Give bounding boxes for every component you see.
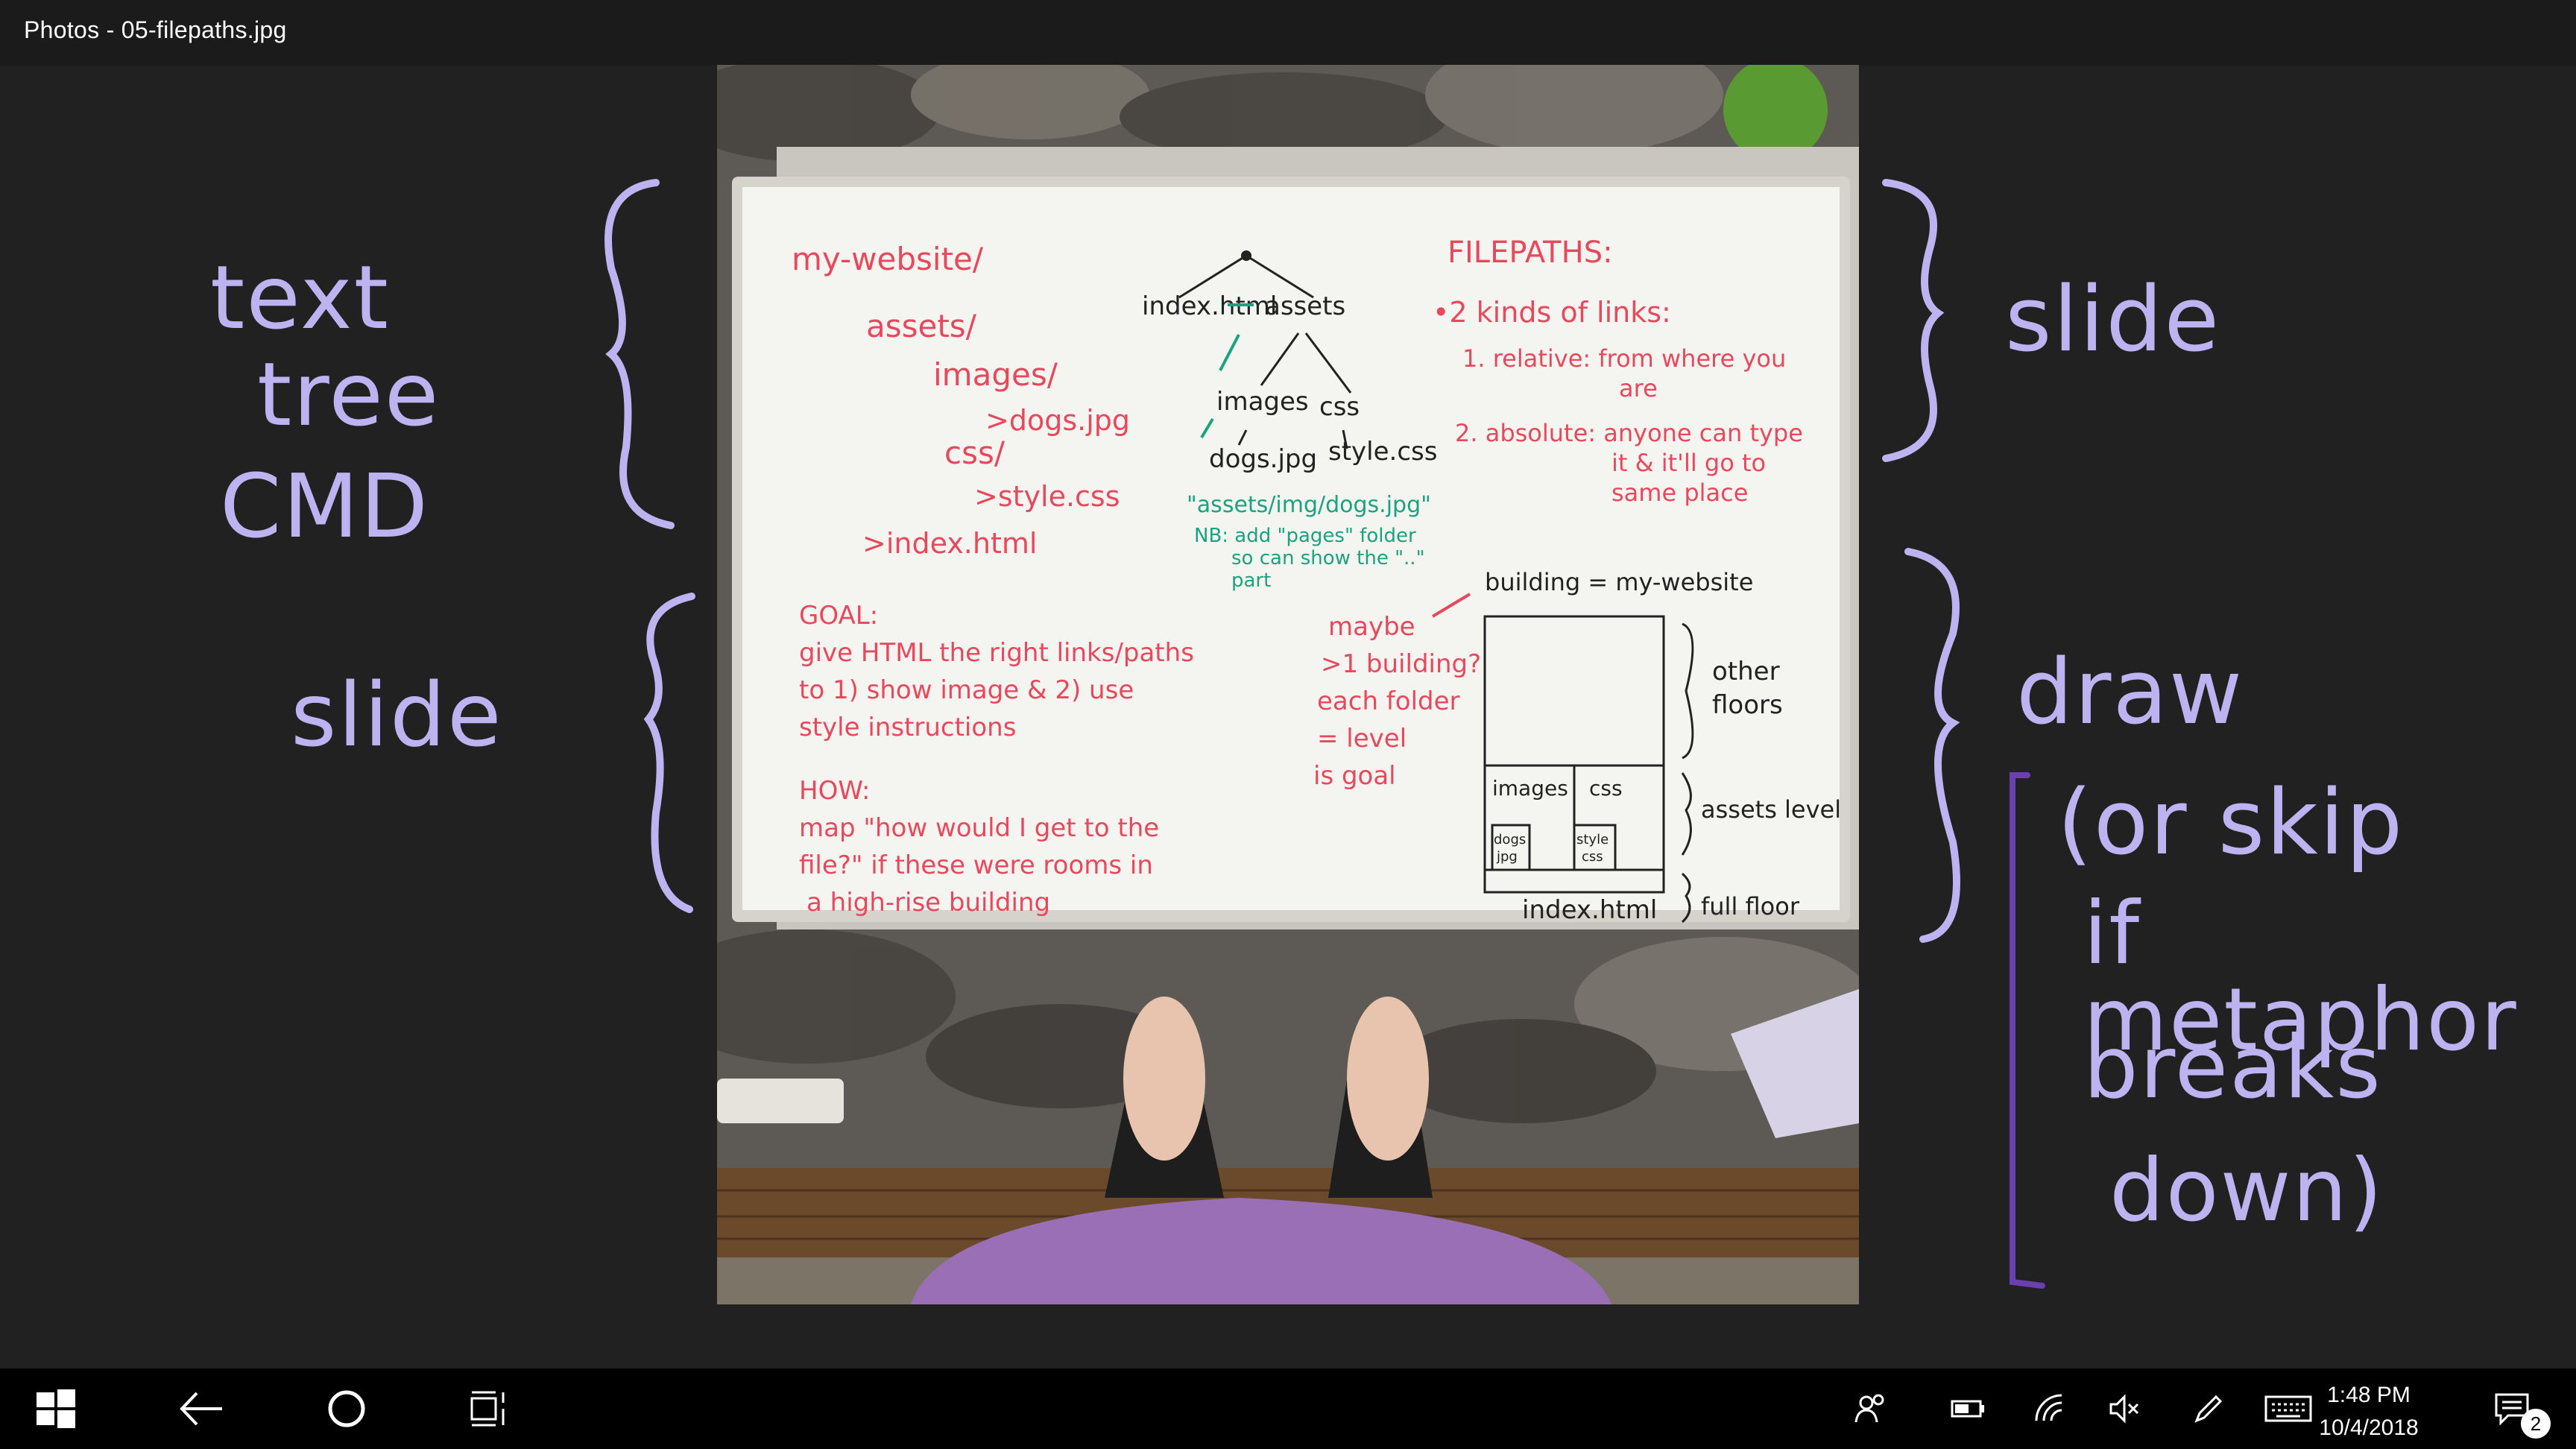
- ink-slide-right: slide: [2005, 268, 2221, 372]
- task-view-button[interactable]: [449, 1368, 531, 1449]
- action-center-button[interactable]: [2475, 1368, 2549, 1449]
- room-index: index.html: [1522, 895, 1657, 925]
- wifi-icon: [2035, 1394, 2062, 1421]
- windows-logo-icon: [37, 1389, 75, 1428]
- how-line-2: file?" if these were rooms in: [799, 850, 1153, 880]
- filepaths-kinds: •2 kinds of links:: [1433, 296, 1671, 329]
- room-css: css: [1589, 776, 1623, 801]
- diagram-dogs: dogs.jpg: [1209, 444, 1317, 474]
- cortana-button[interactable]: [306, 1368, 388, 1449]
- diagram-css: css: [1319, 392, 1360, 422]
- volume-button[interactable]: [2091, 1368, 2158, 1449]
- tree-style: >style.css: [974, 480, 1120, 513]
- people-icon: [1854, 1394, 1884, 1423]
- goal-line-3: style instructions: [799, 713, 1016, 742]
- goal-heading: GOAL:: [799, 601, 878, 631]
- filepaths-heading: FILEPATHS:: [1448, 236, 1613, 270]
- ink-tree: tree: [257, 343, 441, 446]
- pen-icon: [2194, 1395, 2223, 1423]
- ink-or-skip: (or skip: [2057, 771, 2405, 875]
- ink-down: down): [2109, 1140, 2384, 1241]
- diagram-images: images: [1216, 387, 1309, 417]
- notification-count-badge: 2: [2521, 1409, 2551, 1439]
- tree-dogs: >dogs.jpg: [985, 404, 1130, 437]
- diagram-style: style.css: [1328, 437, 1437, 467]
- volume-muted-icon: [2109, 1394, 2139, 1424]
- diagram-assets: assets: [1265, 291, 1345, 321]
- room-dogs: dogs: [1494, 832, 1526, 847]
- label-assets-level: assets level: [1701, 795, 1841, 824]
- task-view-icon: [470, 1391, 505, 1427]
- filepaths-absolute: 2. absolute: anyone can type: [1455, 419, 1803, 447]
- maybe-line-1: maybe: [1328, 612, 1415, 642]
- window-title: Photos - 05-filepaths.jpg: [24, 16, 287, 43]
- cortana-circle-icon: [328, 1390, 365, 1427]
- goal-line-2: to 1) show image & 2) use: [799, 675, 1134, 705]
- battery-button[interactable]: [1934, 1368, 2001, 1449]
- label-other: other: [1712, 657, 1780, 686]
- room-dogs-ext: jpg: [1496, 849, 1518, 865]
- filepaths-absolute-3: same place: [1611, 479, 1748, 507]
- room-style-ext: css: [1582, 849, 1603, 865]
- diagram-note-3: part: [1231, 569, 1271, 592]
- taskbar: 1:48 PM 10/4/2018: [0, 1368, 2576, 1449]
- how-heading: HOW:: [799, 776, 870, 806]
- maybe-line-5: is goal: [1313, 761, 1396, 791]
- building-label: building = my-website: [1485, 568, 1753, 596]
- start-button[interactable]: [15, 1368, 97, 1449]
- tree-index: >index.html: [862, 527, 1037, 560]
- tree-assets: assets/: [866, 308, 977, 344]
- room-style: style: [1576, 832, 1609, 847]
- filepaths-absolute-2: it & it'll go to: [1611, 449, 1766, 477]
- how-line-1: map "how would I get to the: [799, 813, 1159, 843]
- ink-draw: draw: [2016, 641, 2244, 745]
- clock-date: 10/4/2018: [2319, 1415, 2419, 1440]
- ink-breaks: breaks: [2083, 1017, 2382, 1118]
- people-button[interactable]: [1837, 1368, 1904, 1449]
- maybe-line-2: >1 building?: [1321, 649, 1481, 679]
- whiteboard-photo: my-website/ assets/ images/ >dogs.jpg cs…: [717, 65, 1859, 1304]
- room-images: images: [1492, 776, 1568, 801]
- ink-if-metaphor: if metaphor: [2083, 883, 2518, 1070]
- keyboard-icon: [2264, 1395, 2312, 1422]
- network-button[interactable]: [2016, 1368, 2083, 1449]
- notifications-icon: [2495, 1393, 2529, 1426]
- maybe-line-4: = level: [1317, 724, 1407, 754]
- title-bar: Photos - 05-filepaths.jpg: [0, 0, 2576, 66]
- tree-images: images/: [933, 356, 1058, 393]
- how-line-3: a high-rise building: [806, 888, 1050, 918]
- windows-ink-button[interactable]: [2175, 1368, 2242, 1449]
- tree-root: my-website/: [792, 241, 984, 277]
- photo-viewer-image[interactable]: my-website/ assets/ images/ >dogs.jpg cs…: [717, 65, 1859, 1304]
- battery-icon: [1951, 1400, 1984, 1418]
- clock-time: 1:48 PM: [2327, 1383, 2411, 1407]
- ink-text: text: [210, 246, 390, 349]
- touch-keyboard-button[interactable]: [2251, 1368, 2326, 1449]
- filepaths-relative: 1. relative: from where you: [1462, 344, 1786, 373]
- ink-bracket: [2010, 772, 2045, 1289]
- ink-slide-left: slide: [291, 663, 503, 766]
- filepaths-relative-2: are: [1619, 374, 1658, 402]
- diagram-note-2: so can show the "..": [1231, 547, 1425, 569]
- clock[interactable]: 1:48 PM 10/4/2018: [2309, 1379, 2428, 1445]
- goal-line-1: give HTML the right links/paths: [799, 638, 1194, 668]
- diagram-path: "assets/img/dogs.jpg": [1187, 492, 1431, 518]
- maybe-line-3: each folder: [1317, 686, 1460, 716]
- label-floors: floors: [1712, 690, 1783, 720]
- diagram-note-1: NB: add "pages" folder: [1194, 525, 1416, 547]
- ink-cmd: CMD: [220, 455, 430, 558]
- label-full-floor: full floor: [1701, 892, 1800, 921]
- back-arrow-icon: [180, 1392, 222, 1426]
- back-button[interactable]: [160, 1368, 242, 1449]
- tree-css: css/: [944, 435, 1006, 471]
- diagram-index: index.html: [1142, 291, 1277, 321]
